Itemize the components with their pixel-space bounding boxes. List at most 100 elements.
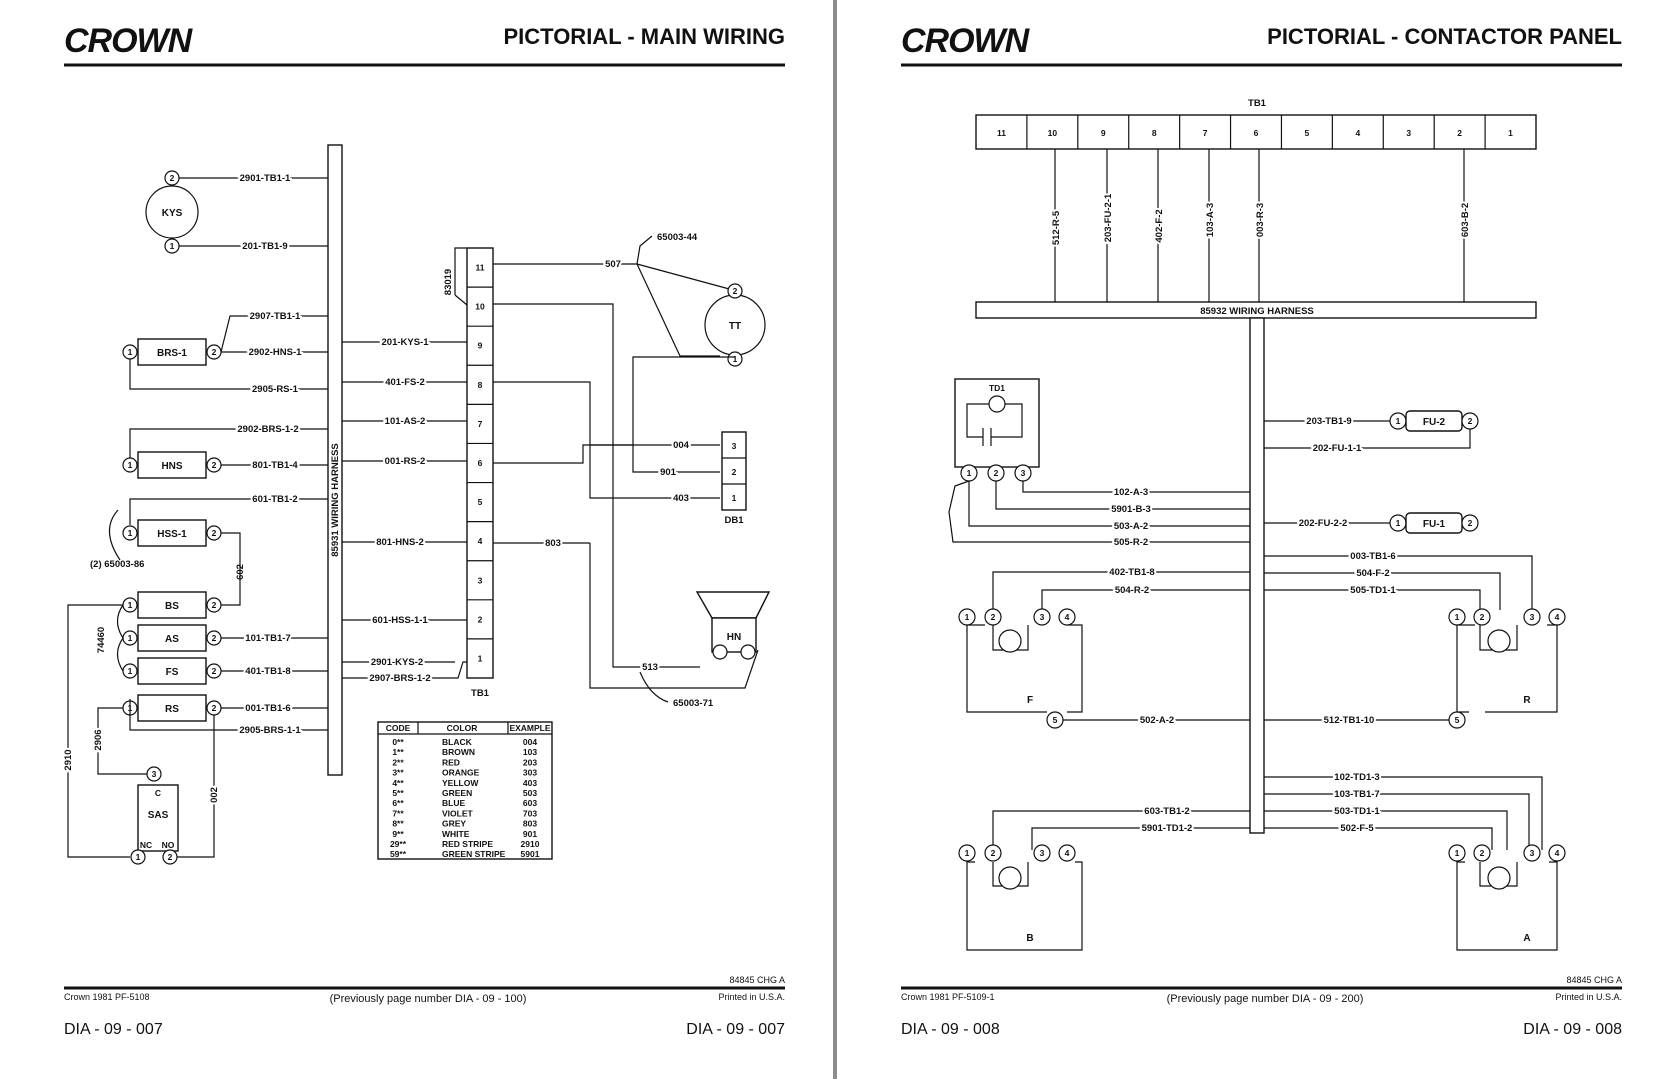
wire-label: 401-TB1-8 bbox=[245, 666, 290, 677]
tb-terminal-label: 2 bbox=[478, 614, 483, 624]
svg-text:2: 2 bbox=[212, 633, 217, 643]
wire-label: 901 bbox=[660, 467, 677, 478]
table-cell: 29** bbox=[390, 839, 407, 849]
wire-label: 2907-TB1-1 bbox=[250, 311, 301, 322]
table-cell: ORANGE bbox=[442, 768, 480, 778]
wire-label: 202-FU-1-1 bbox=[1313, 443, 1362, 454]
table-cell: GREEN STRIPE bbox=[442, 849, 506, 859]
table-header: CODE bbox=[386, 723, 411, 733]
hn-label: HN bbox=[727, 632, 741, 643]
fu2-label: FU-2 bbox=[1423, 417, 1446, 428]
tb-terminal-label: 11 bbox=[997, 128, 1006, 138]
page-title: PICTORIAL - MAIN WIRING bbox=[503, 24, 785, 49]
wire-label: 504-F-2 bbox=[1356, 568, 1389, 579]
wire-label: 2901-TB1-1 bbox=[240, 173, 291, 184]
crown-logo: CROWN bbox=[64, 22, 194, 60]
wiring-harness bbox=[327, 144, 343, 776]
table-cell: BLUE bbox=[442, 798, 465, 808]
tb-terminal-label: 7 bbox=[478, 419, 483, 429]
tb-terminal-label: 2 bbox=[1457, 128, 1462, 138]
table-cell: 703 bbox=[523, 808, 537, 818]
svg-text:1: 1 bbox=[128, 347, 133, 357]
tb-terminal-label: 8 bbox=[1152, 128, 1157, 138]
svg-text:5: 5 bbox=[1053, 715, 1058, 725]
contactor-b-label: B bbox=[1026, 933, 1033, 944]
sas-component bbox=[137, 784, 179, 852]
table-header: COLOR bbox=[447, 723, 478, 733]
svg-text:2: 2 bbox=[732, 467, 737, 477]
wire-label: 2905-RS-1 bbox=[252, 384, 299, 395]
contactor-r: 1 2 3 4 5 R bbox=[1448, 608, 1566, 729]
page-number: DIA - 09 - 008 bbox=[1523, 1021, 1622, 1038]
svg-text:1: 1 bbox=[967, 468, 972, 478]
wire-label: 513 bbox=[642, 662, 658, 673]
tb-terminal-label: 3 bbox=[478, 575, 483, 585]
contactor-b: 1 2 3 4 B bbox=[958, 844, 1083, 951]
as-label: AS bbox=[165, 634, 179, 645]
svg-text:1: 1 bbox=[170, 241, 175, 251]
fs-label: FS bbox=[166, 667, 179, 678]
table-cell: 9** bbox=[392, 829, 404, 839]
svg-text:1: 1 bbox=[1455, 612, 1460, 622]
wire-label: 2901-KYS-2 bbox=[371, 657, 423, 668]
sas-label: SAS bbox=[148, 810, 169, 821]
rs-component bbox=[137, 694, 207, 722]
svg-text:3: 3 bbox=[152, 769, 157, 779]
svg-text:2: 2 bbox=[991, 612, 996, 622]
svg-text:2: 2 bbox=[994, 468, 999, 478]
wire-label: 401-FS-2 bbox=[385, 377, 425, 388]
contactor-a: 1 2 3 4 A bbox=[1448, 844, 1566, 951]
wire-label: 103-TB1-7 bbox=[1334, 789, 1379, 800]
td1-label: TD1 bbox=[989, 383, 1005, 393]
previous-page-note: (Previously page number DIA - 09 - 100) bbox=[330, 993, 527, 1005]
kys-label: KYS bbox=[162, 208, 183, 219]
brs-label: BRS-1 bbox=[157, 348, 187, 359]
wire-label: 201-TB1-9 bbox=[242, 241, 287, 252]
wire-label: 74460 bbox=[96, 627, 107, 653]
wire-label: 001-TB1-6 bbox=[245, 703, 290, 714]
hss-component bbox=[137, 519, 207, 547]
table-cell: 3** bbox=[392, 768, 404, 778]
svg-text:3: 3 bbox=[1530, 848, 1535, 858]
svg-text:4: 4 bbox=[1065, 612, 1070, 622]
copyright: Crown 1981 PF-5109-1 bbox=[901, 992, 995, 1002]
wire-label: 004 bbox=[673, 440, 690, 451]
tb-terminal-label: 7 bbox=[1203, 128, 1208, 138]
table-cell: 8** bbox=[392, 819, 404, 829]
table-cell: 0** bbox=[392, 737, 404, 747]
svg-text:1: 1 bbox=[965, 848, 970, 858]
svg-text:3: 3 bbox=[1530, 612, 1535, 622]
svg-text:2: 2 bbox=[212, 460, 217, 470]
svg-text:2: 2 bbox=[212, 666, 217, 676]
svg-text:2: 2 bbox=[212, 528, 217, 538]
wire-label: 65003-44 bbox=[657, 232, 698, 243]
previous-page-note: (Previously page number DIA - 09 - 200) bbox=[1167, 993, 1364, 1005]
svg-text:1: 1 bbox=[128, 666, 133, 676]
contactor-f-label: F bbox=[1027, 695, 1033, 706]
sas-c-label: C bbox=[155, 788, 161, 798]
tb1-label: TB1 bbox=[471, 688, 490, 699]
svg-text:2: 2 bbox=[212, 600, 217, 610]
table-cell: 603 bbox=[523, 798, 537, 808]
wire-label: 2902-BRS-1-2 bbox=[237, 424, 298, 435]
wire-label: 601-HSS-1-1 bbox=[372, 615, 428, 626]
wire-label: 403 bbox=[673, 493, 689, 504]
contactor-r-label: R bbox=[1523, 695, 1531, 706]
wire-label: 203-TB1-9 bbox=[1306, 416, 1351, 427]
svg-text:4: 4 bbox=[1555, 612, 1560, 622]
table-cell: 4** bbox=[392, 778, 404, 788]
tb-terminal-label: 9 bbox=[1101, 128, 1106, 138]
tb1-label: TB1 bbox=[1248, 98, 1267, 109]
wire-label: 402-F-2 bbox=[1154, 209, 1165, 242]
svg-text:5: 5 bbox=[1455, 715, 1460, 725]
wire-label: 402-TB1-8 bbox=[1109, 567, 1154, 578]
sas-nc-label: NC bbox=[140, 840, 152, 850]
rs-label: RS bbox=[165, 704, 179, 715]
wire-label: 202-FU-2-2 bbox=[1299, 518, 1348, 529]
crown-logo: CROWN bbox=[901, 22, 1031, 60]
harness-tb-wires: 201-KYS-1 401-FS-2 101-AS-2 001-RS-2 801… bbox=[342, 335, 467, 686]
wire-label: 505-TD1-1 bbox=[1350, 585, 1396, 596]
